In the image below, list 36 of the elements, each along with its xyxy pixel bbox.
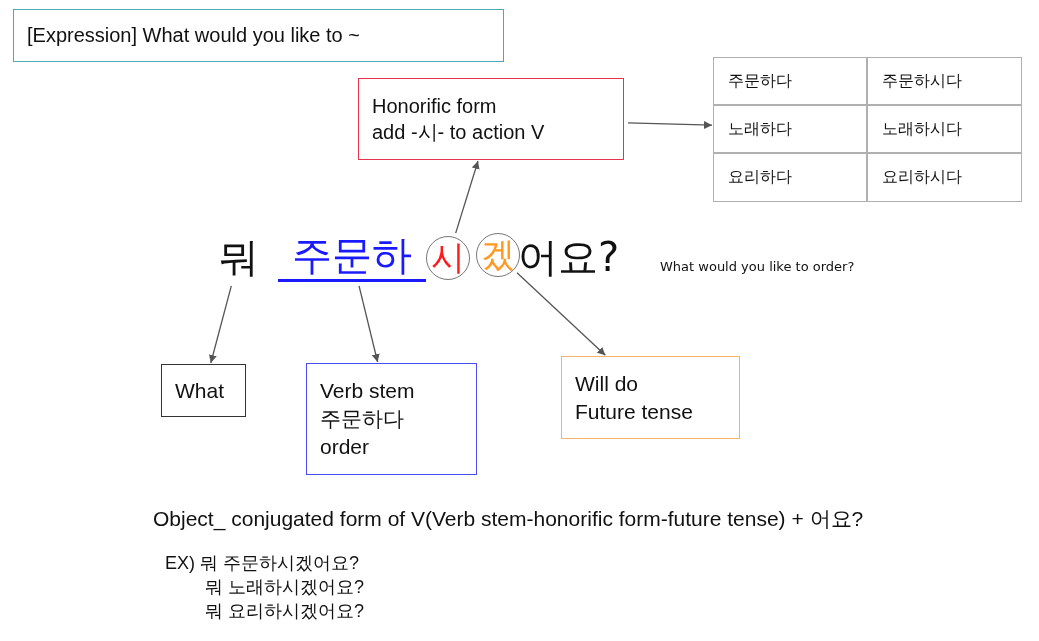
box-text: 주문하다	[320, 406, 405, 433]
box-text: What	[175, 377, 225, 404]
table-cell: 주문하다	[713, 57, 867, 105]
term-box	[561, 356, 740, 439]
sentence-ending: 어요?	[518, 233, 620, 282]
example-text: 뭐 노래하시겠어요?	[205, 576, 364, 599]
syllable-text: 시	[431, 236, 465, 279]
box-text: add -시- to action V	[372, 120, 546, 145]
box-text: Honorific form	[372, 93, 498, 119]
table-cell: 주문하시다	[867, 57, 1022, 105]
verb-stem-word: 주문하	[278, 232, 426, 282]
arrow	[209, 285, 232, 364]
title-box	[13, 9, 504, 62]
table-cell: 노래하다	[713, 105, 867, 153]
translation-text: What would you like to order?	[660, 259, 855, 274]
box-text: Future tense	[575, 398, 694, 425]
arrow	[516, 272, 606, 356]
arrow	[627, 120, 713, 129]
box-text: [Expression] What would you like to ~	[27, 23, 361, 49]
table-cell: 요리하시다	[867, 153, 1022, 202]
box-text: Verb stem	[320, 378, 416, 405]
term-box	[161, 364, 246, 417]
box-text: Will do	[575, 370, 639, 397]
arrow	[455, 160, 480, 234]
example-text: 뭐 요리하시겠어요?	[205, 600, 364, 623]
box-text: order	[320, 433, 371, 460]
sentence-word: 뭐	[214, 232, 264, 282]
term-box	[306, 363, 477, 475]
process-box	[358, 78, 624, 160]
table-cell: 노래하시다	[867, 105, 1022, 153]
arrow	[358, 285, 380, 363]
table	[713, 57, 1022, 202]
table-cell: 요리하다	[713, 153, 867, 202]
formula-text: Object_ conjugated form of V(Verb stem-honorific form-future tense) + 어요?	[153, 506, 864, 533]
example-text: EX) 뭐 주문하시겠어요?	[165, 552, 360, 575]
syllable-text: 겠	[481, 233, 515, 276]
